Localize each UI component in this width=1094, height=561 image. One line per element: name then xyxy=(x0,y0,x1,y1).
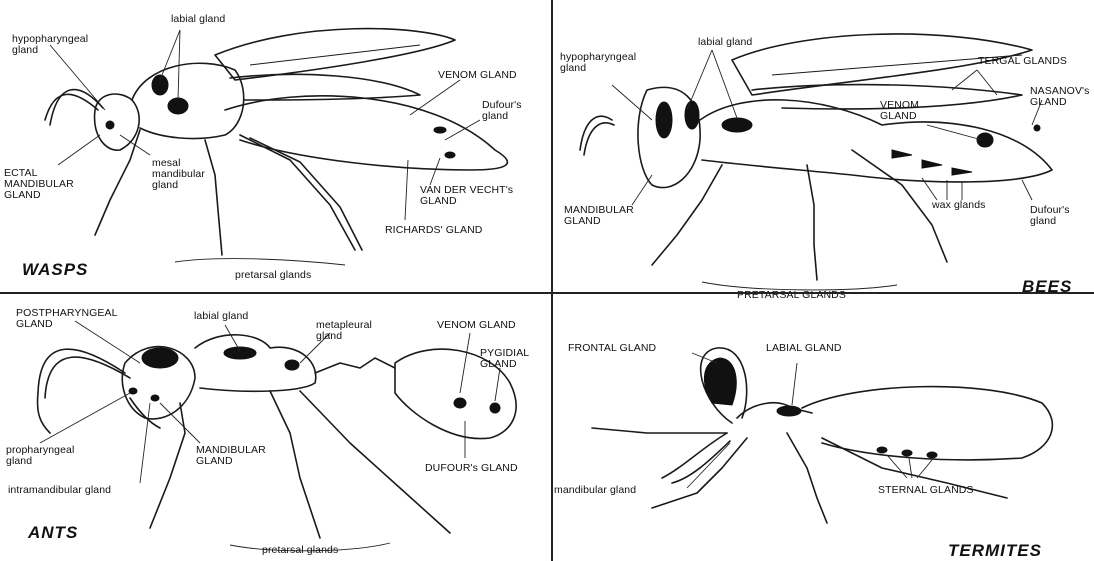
ant-drawing xyxy=(0,293,552,561)
wasp-labial-gland-label: labial gland xyxy=(171,14,225,25)
termites-panel: FRONTAL GLAND LABIAL GLAND mandibular gl… xyxy=(552,293,1094,561)
ant-pygidial-gland-label: PYGIDIAL GLAND xyxy=(480,348,529,370)
termite-mandibular-gland-label: mandibular gland xyxy=(554,485,636,496)
bee-wax-glands-label: wax glands xyxy=(932,200,986,211)
wasp-venom-gland-label: VENOM GLAND xyxy=(438,70,517,81)
ant-venom-gland-label: VENOM GLAND xyxy=(437,320,516,331)
termites-title: TERMITES xyxy=(948,541,1042,561)
termite-labial-gland-label: LABIAL GLAND xyxy=(766,343,842,354)
bee-mandibular-gland-label: MANDIBULAR GLAND xyxy=(564,205,634,227)
wasps-title: WASPS xyxy=(22,260,88,280)
vertical-divider xyxy=(551,0,553,561)
wasp-dufours-gland-label: Dufour's gland xyxy=(482,100,522,122)
ant-postpharyngeal-gland-label: POSTPHARYNGEAL GLAND xyxy=(16,308,118,330)
wasp-hypopharyngeal-gland-label: hypopharyngeal gland xyxy=(12,34,88,56)
wasps-panel: hypopharyngeal gland labial gland VENOM … xyxy=(0,0,552,293)
termite-sternal-glands-label: STERNAL GLANDS xyxy=(878,485,974,496)
bee-nasanov-gland-label: NASANOV's GLAND xyxy=(1030,86,1090,108)
ant-metapleural-gland-label: metapleural gland xyxy=(316,320,372,342)
ant-labial-gland-label: labial gland xyxy=(194,311,248,322)
bees-panel: hypopharyngeal gland labial gland TERGAL… xyxy=(552,0,1094,293)
ant-mandibular-gland-label: MANDIBULAR GLAND xyxy=(196,445,266,467)
bee-hypopharyngeal-gland-label: hypopharyngeal gland xyxy=(560,52,636,74)
ant-propharyngeal-gland-label: propharyngeal gland xyxy=(6,445,74,467)
wasp-van-der-vecht-gland-label: VAN DER VECHT's GLAND xyxy=(420,185,513,207)
bee-venom-gland-label: VENOM GLAND xyxy=(880,100,919,122)
termite-frontal-gland-label: FRONTAL GLAND xyxy=(568,343,656,354)
wasp-pretarsal-glands-label: pretarsal glands xyxy=(235,270,311,281)
bee-tergal-glands-label: TERGAL GLANDS xyxy=(978,56,1067,67)
ants-panel: POSTPHARYNGEAL GLAND labial gland metapl… xyxy=(0,293,552,561)
ants-title: ANTS xyxy=(28,523,78,543)
horizontal-divider xyxy=(0,292,1094,294)
wasp-mesal-mandibular-gland-label: mesal mandibular gland xyxy=(152,158,205,191)
wasp-ectal-mandibular-gland-label: ECTAL MANDIBULAR GLAND xyxy=(4,168,74,201)
ant-intramandibular-gland-label: intramandibular gland xyxy=(8,485,111,496)
bee-dufours-gland-label: Dufour's gland xyxy=(1030,205,1070,227)
wasp-richards-gland-label: RICHARDS' GLAND xyxy=(385,225,482,236)
termite-drawing xyxy=(552,293,1094,561)
ant-dufours-gland-label: DUFOUR's GLAND xyxy=(425,463,518,474)
bee-drawing xyxy=(552,0,1094,293)
ant-pretarsal-glands-label: pretarsal glands xyxy=(262,545,338,556)
bee-labial-gland-label: labial gland xyxy=(698,37,752,48)
